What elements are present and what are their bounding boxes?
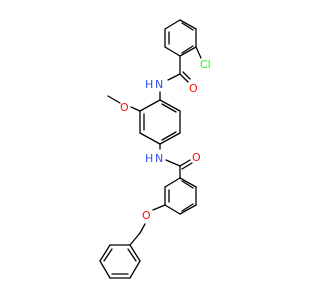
bond-c-n: [167, 73, 181, 81]
bond: [179, 204, 197, 215]
bond: [159, 132, 181, 145]
carbonyl-bond: [179, 159, 191, 167]
bond-ch2-ring: [129, 232, 141, 246]
chlorophenyl-ring: [164, 19, 197, 57]
bond-o-ch2: [139, 223, 146, 234]
bond: [99, 244, 111, 262]
methoxy-oxygen-label: O: [120, 101, 129, 114]
amide-oxygen-bottom-label: O: [192, 151, 201, 164]
phenyl-ring: [99, 244, 141, 279]
amide-n-top-label: N: [155, 78, 163, 91]
bond: [164, 19, 181, 30]
amide-oxygen-top-label: O: [189, 82, 198, 95]
bond-c-o: [130, 106, 141, 112]
double-bond-inner: [103, 248, 113, 262]
bond: [139, 132, 161, 145]
bond-c-o: [152, 204, 166, 211]
double-bond-inner: [181, 180, 194, 189]
central-ring: [139, 99, 181, 145]
bond: [179, 177, 197, 188]
bond: [129, 244, 141, 262]
bond: [164, 204, 181, 215]
benzoyl-ring: [164, 177, 197, 215]
carbonyl-bond: [179, 73, 189, 83]
bond: [179, 19, 197, 30]
bond-c-cl: [195, 46, 202, 59]
double-bond-inner: [161, 131, 177, 141]
double-bond-inner: [127, 248, 137, 262]
bond: [159, 99, 181, 112]
amide-h-bottom-label: H: [145, 152, 153, 165]
chlorine-label: Cl: [200, 58, 211, 71]
double-bond-inner: [181, 22, 194, 31]
double-bond-inner: [181, 45, 194, 54]
bond-o-methyl: [107, 95, 121, 104]
ether-oxygen-label: O: [142, 209, 151, 222]
structure-svg: Cl O H N O H N O O: [99, 19, 211, 279]
bond: [164, 46, 181, 57]
bond: [129, 260, 141, 279]
bond: [99, 260, 111, 279]
carbonyl-bond-double: [181, 162, 193, 170]
bond: [139, 99, 161, 112]
double-bond-inner: [181, 203, 194, 212]
bond: [164, 177, 181, 188]
molecule-diagram: Cl O H N O H N O O: [99, 19, 211, 279]
carbonyl-bond-double: [182, 71, 191, 80]
amide-h-top-label: H: [145, 78, 153, 91]
bond-n-c: [165, 159, 181, 167]
double-bond-inner: [161, 103, 177, 113]
bond: [179, 46, 197, 57]
amide-n-bottom-label: N: [155, 152, 163, 165]
